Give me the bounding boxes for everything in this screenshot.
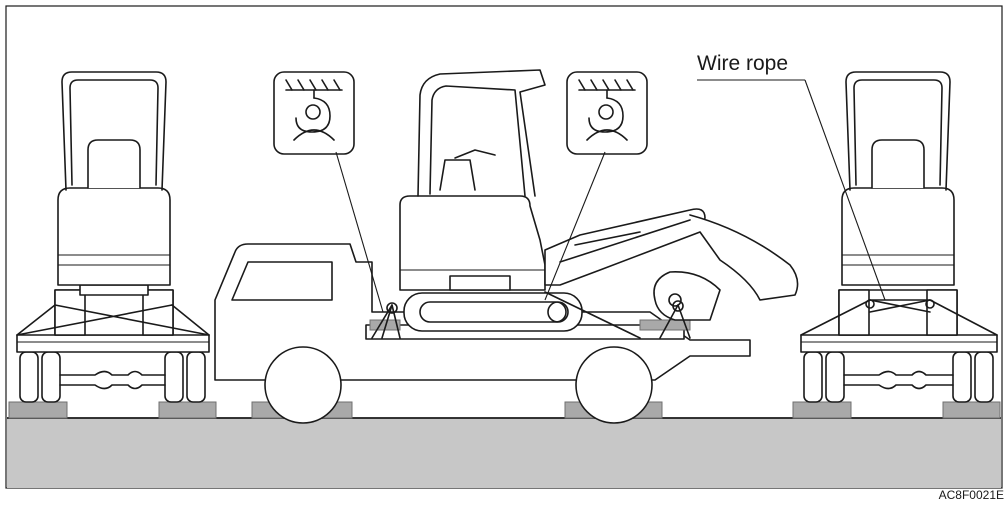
left-wood-block-1 [9, 402, 67, 418]
left-axle [60, 372, 165, 376]
left-wheel-2 [42, 352, 60, 402]
right-wood-block-2 [943, 402, 1000, 418]
left-wheel-4 [187, 352, 205, 402]
left-wood-block-2 [159, 402, 216, 418]
left-seat [88, 140, 140, 188]
truck-side-view [215, 70, 798, 423]
excavator-bucket [654, 272, 720, 320]
left-wheel-1 [20, 352, 38, 402]
truck-front-wheel [265, 347, 341, 423]
right-machine-body [842, 188, 954, 285]
left-trailer-deck [17, 335, 209, 352]
excavator-track [404, 293, 582, 331]
excavator-cab [418, 70, 545, 196]
left-rear-view [9, 72, 216, 418]
figure-code: AC8F0021E [939, 488, 1004, 502]
right-wood-block-1 [793, 402, 851, 418]
ground [7, 418, 1001, 488]
left-machine-body [58, 188, 170, 285]
left-axle-lower [60, 385, 165, 389]
wire-rope-label: Wire rope [697, 52, 788, 76]
left-wheel-3 [165, 352, 183, 402]
truck-rear-wheel [576, 347, 652, 423]
right-trailer-deck [801, 335, 997, 352]
